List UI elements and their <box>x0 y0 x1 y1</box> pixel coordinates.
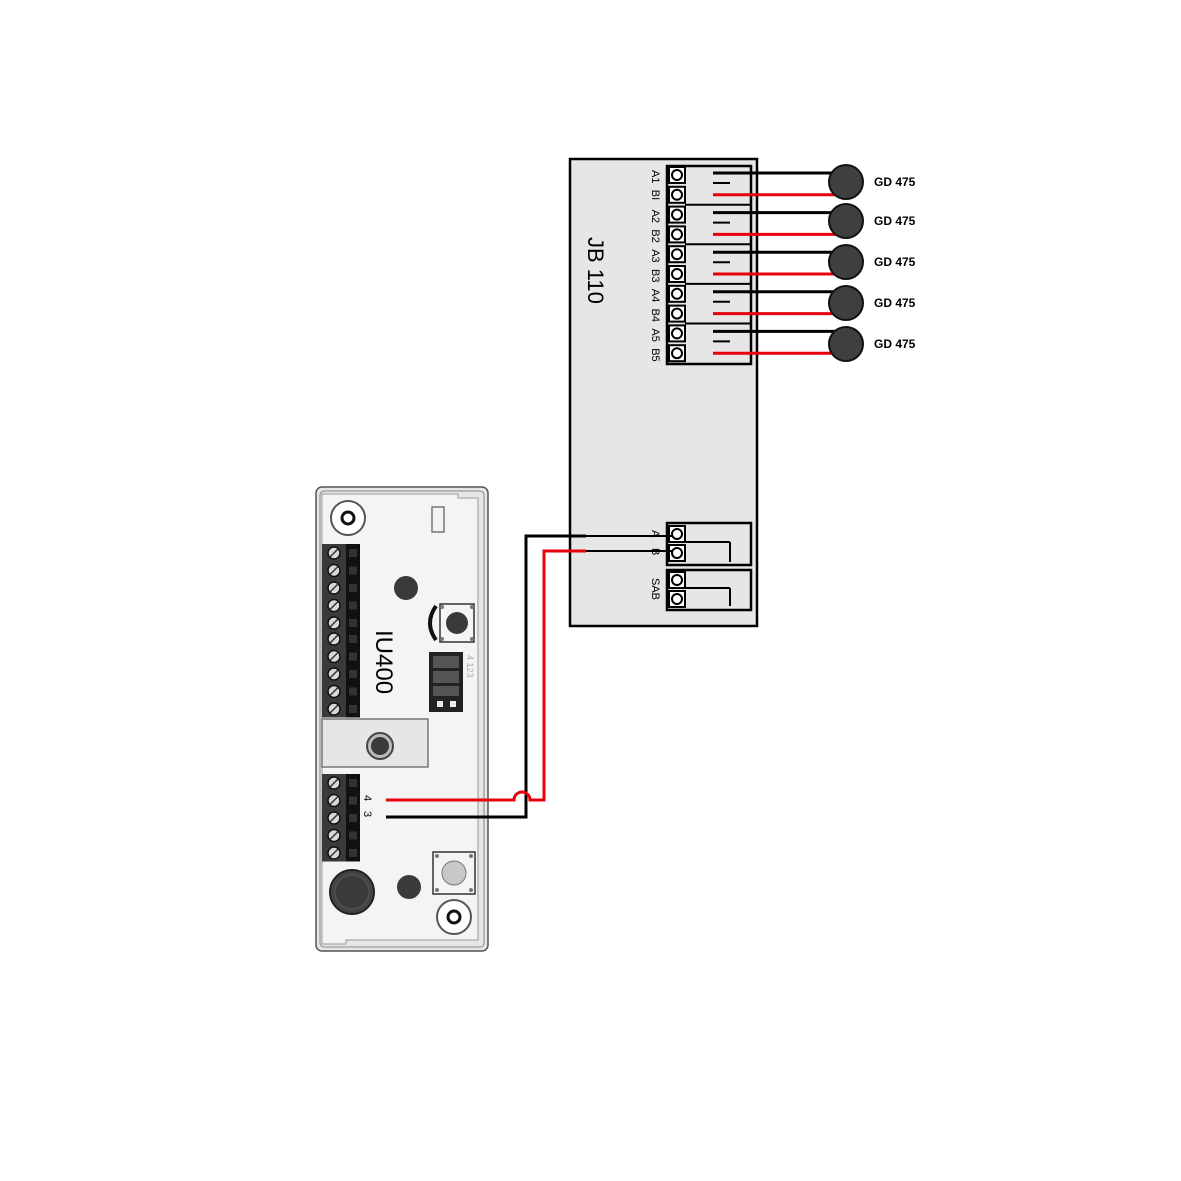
terminal-screw <box>671 208 683 221</box>
terminal-label: BI <box>649 190 661 200</box>
test-button[interactable] <box>439 603 475 643</box>
sensor-gd475: GD 475 <box>713 285 916 321</box>
sensor-gd475: GD 475 <box>713 244 916 280</box>
sensor-body <box>828 203 864 239</box>
wire-a-black <box>386 534 586 819</box>
terminal-label: A4 <box>649 289 661 302</box>
dip-switch[interactable] <box>429 652 463 712</box>
led-indicator <box>394 576 418 600</box>
mount-screw-top <box>330 500 366 536</box>
status-led-slot <box>431 506 445 533</box>
terminal-screw <box>671 228 683 241</box>
terminal-screw <box>671 188 683 201</box>
terminal-label: B2 <box>649 229 661 242</box>
bus-wires <box>386 534 672 819</box>
terminal-screw <box>671 347 683 360</box>
controller-title: IU400 <box>370 630 397 694</box>
terminal-screw <box>671 287 683 300</box>
sound-wave-icon <box>428 604 438 642</box>
controller: 4 123 IU400 4 3 <box>315 486 489 952</box>
sensor-body <box>828 244 864 280</box>
wire-terminal-3: 3 <box>361 811 373 817</box>
terminal-label: A1 <box>649 170 661 183</box>
sensor-gd475: GD 475 <box>713 203 916 239</box>
sensor-body <box>828 285 864 321</box>
sensor-label: GD 475 <box>874 214 916 228</box>
sensor-body <box>828 326 864 362</box>
terminal-label: B3 <box>649 269 661 282</box>
sensor-body <box>828 164 864 200</box>
wire-terminal-4: 4 <box>361 795 373 801</box>
terminal-label: B5 <box>649 348 661 361</box>
bus-terminal-block: A B <box>649 521 753 567</box>
controller-terminal-strips <box>322 544 360 862</box>
dip-switch-labels: 4 123 <box>465 655 475 678</box>
terminal-label: A2 <box>649 210 661 223</box>
terminal-label: A5 <box>649 328 661 341</box>
buzzer <box>329 869 375 915</box>
sensor-gd475: GD 475 <box>713 326 916 362</box>
mount-screw-bottom <box>436 899 472 935</box>
terminal-screw <box>671 268 683 280</box>
sensor-label: GD 475 <box>874 296 916 310</box>
terminal-screw <box>671 307 683 320</box>
sensor-label: GD 475 <box>874 175 916 189</box>
led-indicator-lower <box>397 875 421 899</box>
terminal-screw <box>671 327 683 340</box>
sensor-label: GD 475 <box>874 337 916 351</box>
sensors: GD 475 GD 475 GD 475 GD 475 GD 475 <box>713 164 916 362</box>
terminal-screw <box>671 169 683 181</box>
terminal-label: B4 <box>649 309 661 322</box>
wire-b-red <box>386 549 586 802</box>
reset-button[interactable] <box>432 851 476 895</box>
sensor-gd475: GD 475 <box>713 164 916 200</box>
terminal-label: A3 <box>649 249 661 262</box>
terminal-screw <box>671 248 683 261</box>
relay-block <box>321 718 429 768</box>
sab-terminal-block: SAB <box>649 568 753 612</box>
bus-label-a: A <box>649 530 661 538</box>
junction-box-title: JB 110 <box>583 237 608 304</box>
sensor-label: GD 475 <box>874 255 916 269</box>
sab-label: SAB <box>649 578 661 600</box>
